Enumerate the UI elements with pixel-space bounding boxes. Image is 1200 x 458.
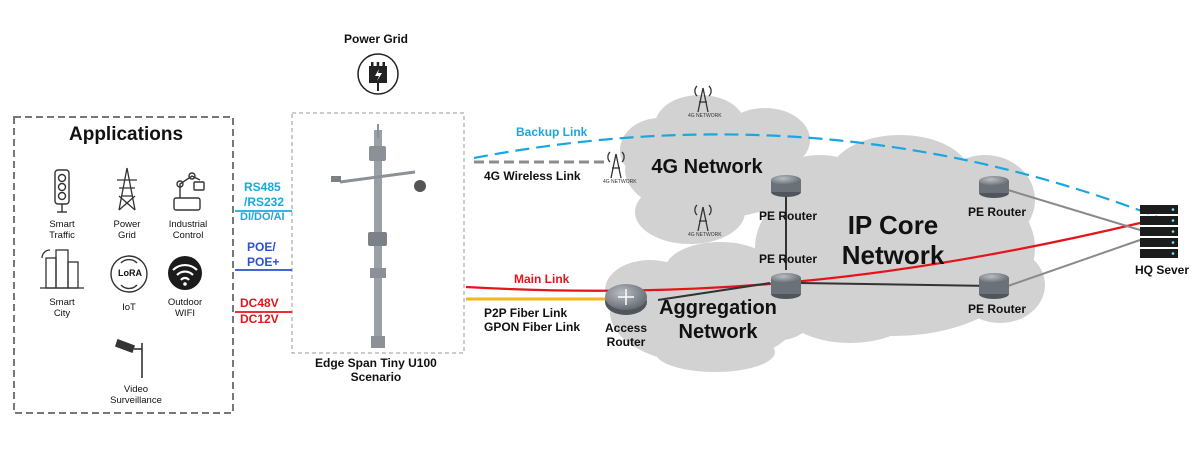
iface-poe-plus: POE+ [247, 255, 280, 269]
city-buildings-icon [40, 249, 84, 289]
hq-server-icon [1140, 205, 1178, 258]
tower-label-bottom: 4G NETWORK [688, 232, 722, 238]
pe-router-label-aggregation: PE Router [758, 252, 818, 266]
lora-icon [110, 255, 148, 293]
traffic-light-icon [54, 169, 70, 213]
cloud-4g-network [620, 95, 810, 244]
cloud-ip-core-network [755, 135, 1045, 343]
applications-frame [13, 116, 234, 414]
pe-to-hq-link-2 [1007, 239, 1141, 287]
cell-tower-icon-left [607, 151, 625, 179]
cell-tower-icon-top [694, 85, 712, 113]
cell-tower-icon-bottom [694, 204, 712, 232]
power-plug-icon [357, 53, 399, 95]
pe-router-label-4g: PE Router [758, 209, 818, 223]
pe-router-icon-aggregation [771, 273, 801, 299]
backup-link [473, 133, 1161, 220]
robot-arm-icon [173, 172, 205, 211]
iface-poe: POE/ [247, 240, 276, 254]
edge-pole-icon [331, 124, 426, 348]
app-label-iot: IoT [122, 302, 136, 313]
tower-label-top: 4G NETWORK [688, 113, 722, 119]
edge-device-frame [291, 112, 465, 354]
pe-router-icon-top-right [979, 176, 1009, 198]
backup-link-label: Backup Link [516, 125, 588, 139]
iface-rs232: /RS232 [244, 195, 285, 209]
iface-dido: DI/DO/AI [240, 211, 285, 223]
network-4g-title: 4G Network [651, 156, 763, 178]
iface-dc12v: DC12V [240, 312, 279, 326]
power-grid-label: Power Grid [344, 32, 409, 46]
router-link-right [799, 282, 994, 287]
access-router-icon [605, 284, 647, 315]
p2p-link-label: P2P Fiber Link [484, 306, 568, 320]
main-link-label: Main Link [514, 272, 570, 286]
pe-to-hq-link-1 [1007, 189, 1141, 231]
pe-router-icon-4g [771, 175, 801, 197]
pe-router-icon-bottom-right [979, 273, 1009, 299]
wifi-icon [168, 256, 202, 290]
wireless-link-label: 4G Wireless Link [484, 169, 581, 183]
lora-text: LoRA [118, 268, 142, 278]
router-link-left [657, 282, 771, 301]
hq-server-label: HQ Sever [1134, 263, 1190, 277]
iface-rs485: RS485 [244, 180, 281, 194]
pe-router-label-bottom-right: PE Router [967, 302, 1027, 316]
tower-label-left: 4G NETWORK [603, 179, 637, 185]
applications-title: Applications [69, 124, 184, 145]
cctv-camera-icon [114, 338, 143, 378]
power-tower-icon [117, 167, 137, 211]
iface-dc48v: DC48V [240, 296, 279, 310]
pe-router-label-top-right: PE Router [967, 205, 1027, 219]
gpon-link-label: GPON Fiber Link [484, 320, 581, 334]
